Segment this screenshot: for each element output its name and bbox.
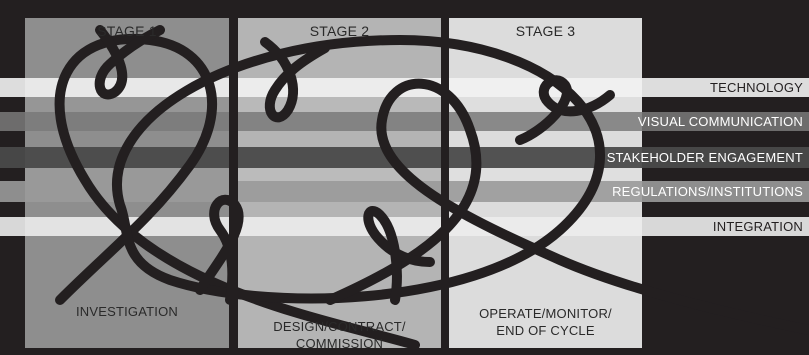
loop-oval-main: [112, 35, 605, 304]
band-label-integration: INTEGRATION: [712, 219, 803, 234]
band-visual-communication: [0, 112, 809, 131]
stage-2-bottom-label: DESIGN/CONTRACT/ COMMISSION: [273, 319, 406, 351]
band-integration: [0, 217, 809, 236]
stage-1-bottom-label: INVESTIGATION: [75, 304, 179, 319]
band-label-stakeholder-engagement: STAKEHOLDER ENGAGEMENT: [606, 150, 803, 165]
stage-2-title: STAGE 2: [309, 23, 370, 39]
divider-2: [441, 18, 449, 348]
loop-stage-3: [325, 78, 809, 335]
curl-1: [94, 25, 165, 100]
stage-1-title: STAGE 1: [97, 23, 157, 39]
stage-3-bottom-label: OPERATE/MONITOR/ END OF CYCLE: [479, 306, 612, 338]
curl-2: [260, 37, 330, 123]
divider-1: [229, 18, 238, 348]
band-label-visual-communication: VISUAL COMMUNICATION: [637, 114, 803, 129]
stage-3-title: STAGE 3: [515, 23, 576, 39]
band-label-regulations: REGULATIONS/INSTITUTIONS: [612, 184, 803, 199]
band-label-technology: TECHNOLOGY: [709, 80, 803, 95]
curl-5: [363, 206, 435, 305]
curl-3: [515, 75, 615, 145]
band-regulations: [0, 181, 809, 202]
